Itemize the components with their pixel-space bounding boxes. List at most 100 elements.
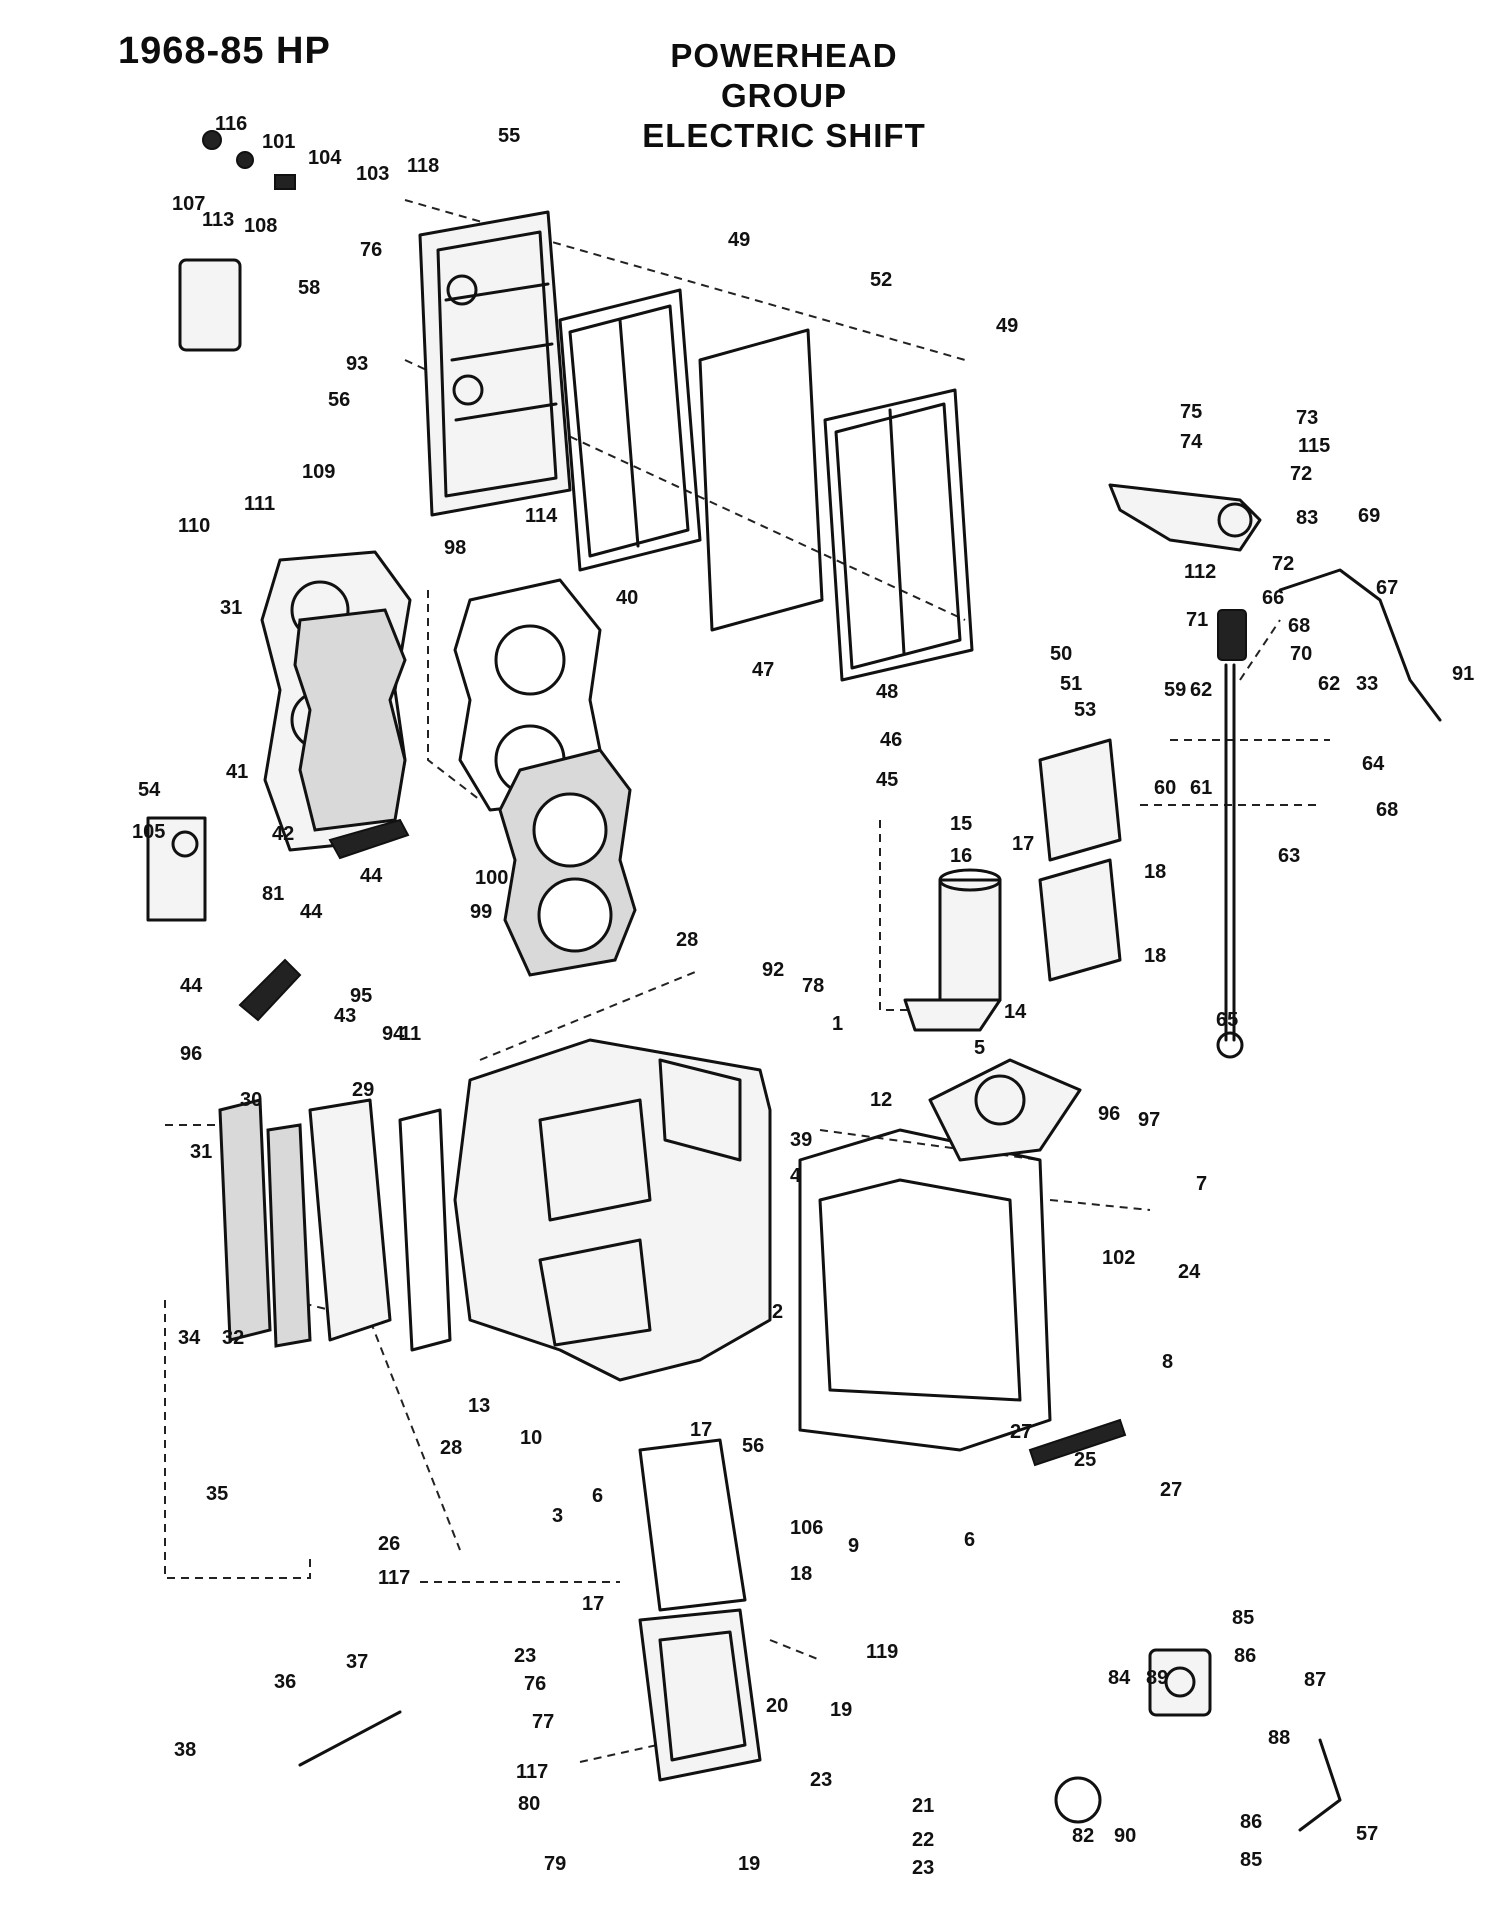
callout-103: 103: [356, 163, 389, 185]
callout-112: 112: [1184, 561, 1216, 583]
callout-68: 68: [1288, 615, 1310, 637]
callout-13: 13: [468, 1395, 490, 1417]
callout-36: 36: [274, 1671, 296, 1693]
callout-105: 105: [132, 821, 165, 843]
callout-94: 94: [382, 1023, 405, 1045]
callout-8: 8: [1162, 1351, 1173, 1373]
callout-24: 24: [1178, 1261, 1201, 1283]
callout-33: 33: [1356, 673, 1378, 695]
callout-37: 37: [346, 1651, 368, 1673]
callout-28: 28: [676, 929, 698, 951]
callout-4: 4: [790, 1165, 802, 1187]
callout-101: 101: [262, 131, 295, 153]
callout-44: 44: [180, 975, 203, 997]
callout-56: 56: [328, 389, 350, 411]
callout-34: 34: [178, 1327, 201, 1349]
callout-96: 96: [180, 1043, 202, 1065]
callout-46: 46: [880, 729, 902, 751]
callout-5: 5: [974, 1037, 985, 1059]
callout-10: 10: [520, 1427, 542, 1449]
callout-11: 11: [400, 1023, 421, 1045]
callout-102: 102: [1102, 1247, 1135, 1269]
callout-31: 31: [220, 597, 242, 619]
callout-96: 96: [1098, 1103, 1120, 1125]
callout-111: 111: [244, 493, 275, 515]
callout-98: 98: [444, 537, 466, 559]
callout-17: 17: [1012, 833, 1034, 855]
callout-21: 21: [912, 1795, 934, 1817]
callout-56: 56: [742, 1435, 764, 1457]
callout-72: 72: [1290, 463, 1312, 485]
callout-83: 83: [1296, 507, 1318, 529]
callout-35: 35: [206, 1483, 228, 1505]
callout-44: 44: [300, 901, 323, 923]
callout-47: 47: [752, 659, 774, 681]
callout-17: 17: [690, 1419, 712, 1441]
callout-1: 1: [832, 1013, 843, 1035]
callout-53: 53: [1074, 699, 1096, 721]
callout-57: 57: [1356, 1823, 1378, 1845]
group-title: POWERHEAD GROUP ELECTRIC SHIFT: [604, 36, 964, 156]
callout-82: 82: [1072, 1825, 1094, 1847]
callout-59: 59: [1164, 679, 1186, 701]
callout-68: 68: [1376, 799, 1398, 821]
callout-2: 2: [772, 1301, 783, 1323]
model-title: 1968-85 HP: [118, 30, 331, 72]
callout-18: 18: [790, 1563, 812, 1585]
callout-23: 23: [810, 1769, 832, 1791]
callout-79: 79: [544, 1853, 566, 1875]
callout-19: 19: [830, 1699, 852, 1721]
callout-115: 115: [1298, 435, 1330, 457]
gaskets-and-plates: [558, 288, 974, 682]
callout-44: 44: [360, 865, 383, 887]
callout-93: 93: [346, 353, 368, 375]
callout-95: 95: [350, 985, 372, 1007]
callout-38: 38: [174, 1739, 196, 1761]
callout-97: 97: [1138, 1109, 1160, 1131]
callout-48: 48: [876, 681, 898, 703]
callout-18: 18: [1144, 861, 1166, 883]
callout-61: 61: [1190, 777, 1212, 799]
callout-18: 18: [1144, 945, 1166, 967]
callout-89: 89: [1146, 1667, 1168, 1689]
callout-106: 106: [790, 1517, 823, 1539]
callout-85: 85: [1232, 1607, 1254, 1629]
callout-62: 62: [1318, 673, 1340, 695]
callout-27: 27: [1010, 1421, 1032, 1443]
callout-91: 91: [1452, 663, 1474, 685]
callout-64: 64: [1362, 753, 1385, 775]
callout-92: 92: [762, 959, 784, 981]
callout-6: 6: [964, 1529, 975, 1551]
callout-19: 19: [738, 1853, 760, 1875]
callout-66: 66: [1262, 587, 1284, 609]
callout-27: 27: [1160, 1479, 1182, 1501]
callout-117: 117: [516, 1761, 548, 1783]
callout-81: 81: [262, 883, 284, 905]
callout-119: 119: [866, 1641, 898, 1663]
callout-113: 113: [202, 209, 234, 231]
callout-52: 52: [870, 269, 892, 291]
callout-49: 49: [728, 229, 750, 251]
callout-23: 23: [912, 1857, 934, 1879]
callout-22: 22: [912, 1829, 934, 1851]
callout-108: 108: [244, 215, 277, 237]
callout-16: 16: [950, 845, 972, 867]
callout-100: 100: [475, 867, 508, 889]
callout-70: 70: [1290, 643, 1312, 665]
callout-73: 73: [1296, 407, 1318, 429]
callout-39: 39: [790, 1129, 812, 1151]
callout-9: 9: [848, 1535, 859, 1557]
cylinder-heads: [260, 550, 412, 852]
callout-90: 90: [1114, 1825, 1136, 1847]
callout-78: 78: [802, 975, 824, 997]
callout-85: 85: [1240, 1849, 1262, 1871]
callout-71: 71: [1186, 609, 1208, 631]
group-title-line1: POWERHEAD GROUP: [670, 37, 898, 114]
callout-84: 84: [1108, 1667, 1131, 1689]
callout-54: 54: [138, 779, 161, 801]
callout-116: 116: [215, 113, 247, 135]
callout-77: 77: [532, 1711, 554, 1733]
callout-30: 30: [240, 1089, 262, 1111]
callout-86: 86: [1234, 1645, 1256, 1667]
